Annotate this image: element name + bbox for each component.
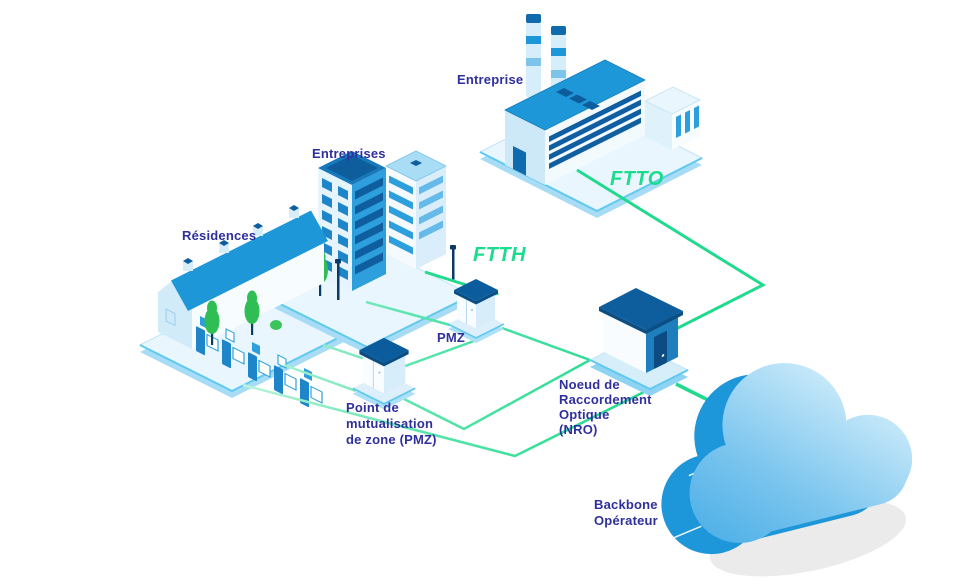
label-pmz-zone: Point de mutualisation de zone (PMZ) — [346, 400, 437, 447]
cloud-front — [689, 363, 913, 543]
label-entreprise: Entreprise — [457, 72, 524, 87]
label-residences: Résidences — [182, 228, 257, 243]
label-backbone: Backbone Opérateur — [594, 497, 658, 528]
distribution-line — [365, 300, 451, 327]
label-ftth: FTTH — [473, 244, 527, 266]
factory-door-icon — [513, 145, 526, 176]
residences-illustration — [158, 205, 328, 408]
backbone-cloud-illustration — [661, 363, 913, 577]
label-nro: Noeud de Raccordement Optique (NRO) — [559, 377, 652, 437]
distribution-line — [501, 326, 591, 362]
residences-roof — [171, 210, 328, 311]
nro-illustration — [588, 288, 690, 396]
factory-annex — [643, 86, 702, 150]
nro-door-icon — [654, 330, 667, 369]
residences-chimneys-icon — [183, 205, 299, 271]
offices-illustration — [312, 150, 456, 300]
office-tower-left-icon — [318, 151, 386, 291]
distribution-line — [403, 358, 591, 431]
factory-roof-vents-icon — [556, 88, 600, 110]
lamppost-icon — [335, 245, 456, 300]
ftto-line — [576, 168, 767, 335]
label-pmz: PMZ — [437, 330, 466, 345]
label-entreprises: Entreprises — [312, 146, 386, 161]
tree-icon — [204, 290, 282, 345]
bush-icon — [270, 320, 282, 330]
distribution-line — [242, 383, 651, 458]
distribution-line — [283, 363, 357, 393]
office-tower-right-icon — [385, 150, 447, 269]
label-ftto: FTTO — [610, 168, 664, 190]
factory-illustration — [504, 14, 702, 185]
